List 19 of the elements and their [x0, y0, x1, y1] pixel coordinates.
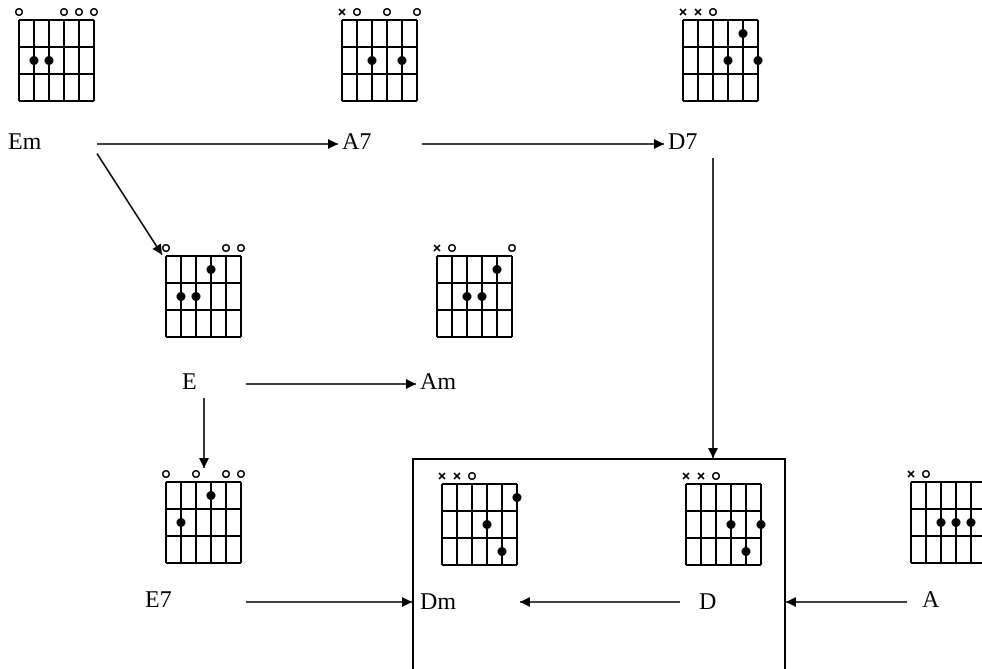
arrow [199, 398, 209, 468]
chord-name: Am [420, 368, 456, 396]
chord-name: D [699, 588, 716, 616]
chord-name: A [922, 586, 940, 614]
chord-name: Dm [420, 588, 456, 616]
arrow [97, 139, 338, 149]
arrow [246, 597, 412, 607]
chord-name: E7 [145, 586, 172, 614]
chord-name: A7 [342, 128, 372, 156]
arrow [96, 153, 163, 256]
group-frame [412, 458, 786, 669]
arrow [786, 597, 907, 607]
arrow [520, 597, 680, 607]
chord-name: E [182, 368, 197, 396]
arrow [708, 158, 718, 458]
arrow [246, 379, 416, 389]
chord-name: D7 [668, 128, 698, 156]
chord-name: Em [8, 128, 42, 156]
arrow [422, 139, 664, 149]
